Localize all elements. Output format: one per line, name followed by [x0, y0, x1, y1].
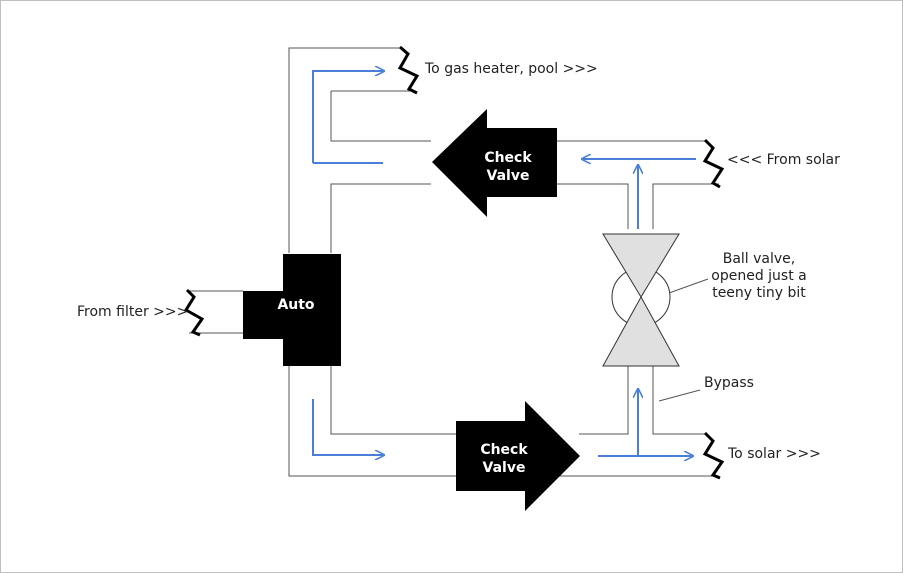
check-valve-bottom-label-1: Check [480, 442, 528, 458]
break-solar-in [702, 138, 725, 189]
pipe-break-symbols [183, 45, 725, 480]
flow-arrow-to-gas-heater [312, 71, 384, 163]
bypass-leader [658, 389, 701, 402]
ball-valve-leader [668, 278, 709, 294]
ball-valve [602, 233, 680, 367]
auto-valve-label: Auto [277, 297, 314, 313]
label-bypass: Bypass [704, 375, 754, 391]
label-to-gas-heater: To gas heater, pool >>> [424, 61, 598, 77]
flow-arrows [312, 71, 696, 456]
check-valve-bottom: Check Valve [456, 401, 580, 511]
label-ball-valve-2: opened just a [711, 268, 806, 284]
label-from-solar: <<< From solar [727, 152, 840, 168]
check-valve-bottom-label-2: Valve [483, 460, 526, 476]
check-valve-top: Check Valve [432, 109, 557, 217]
flow-arrow-bottom-left [312, 399, 384, 455]
check-valve-top-label-1: Check [484, 150, 532, 166]
auto-valve: Auto [243, 254, 341, 366]
label-from-filter: From filter >>> [77, 304, 188, 320]
pipe-outlines [189, 47, 719, 477]
break-filter [183, 288, 205, 337]
label-ball-valve-3: teeny tiny bit [712, 285, 806, 301]
label-to-solar: To solar >>> [727, 446, 821, 462]
break-top [397, 45, 420, 95]
leader-lines [658, 278, 709, 402]
check-valve-top-label-2: Valve [487, 168, 530, 184]
break-solar-out [702, 431, 725, 480]
label-ball-valve-1: Ball valve, [723, 251, 796, 267]
